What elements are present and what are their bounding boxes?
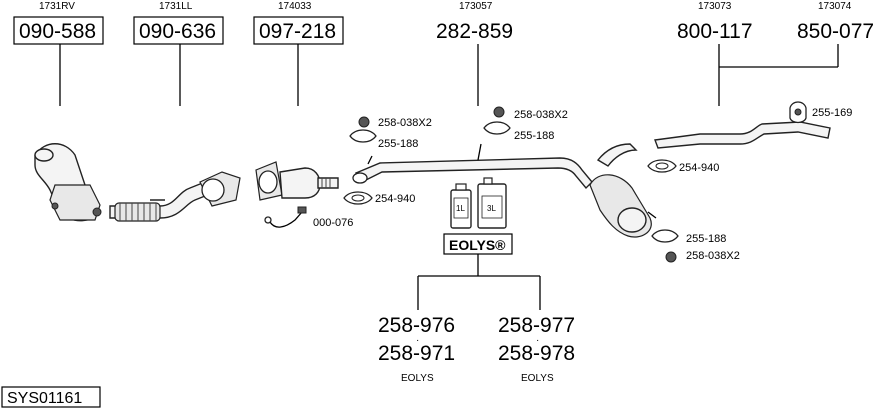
container-3l-icon	[477, 177, 507, 229]
gasket-icon-2	[647, 159, 677, 173]
part-label-a8[interactable]: 255-169	[812, 107, 852, 119]
eolys-left-caption: EOLYS	[401, 373, 434, 384]
system-id: SYS01161	[7, 390, 82, 407]
part-label-a10[interactable]: 258-038X2	[686, 250, 740, 262]
ref-label-3: 174033	[278, 1, 312, 12]
container-3l-label: 3L	[487, 204, 496, 213]
middle-pipe	[352, 143, 593, 190]
eolys-left-top[interactable]: 258-976	[378, 314, 455, 337]
system-id-box	[1, 386, 101, 408]
eolys-title: EOLYS®	[449, 237, 506, 253]
clamp-icon-3	[651, 229, 679, 263]
part-label-a9[interactable]: 255-188	[686, 233, 726, 245]
clamp-icon-1	[349, 116, 377, 143]
rear-silencer	[589, 121, 831, 238]
part-number-5[interactable]: 800-117	[677, 20, 753, 43]
part-label-a7[interactable]: 000-076	[313, 217, 353, 229]
clamp-icon-2	[483, 106, 511, 135]
gasket-icon-1	[343, 191, 373, 205]
eolys-right-top[interactable]: 258-977	[498, 314, 575, 337]
part-label-a6[interactable]: 254-940	[679, 162, 719, 174]
part-number-3[interactable]: 097-218	[259, 20, 336, 43]
part-number-4[interactable]: 282-859	[436, 20, 513, 43]
part-number-1[interactable]: 090-588	[19, 20, 96, 43]
ref-label-1: 1731RV	[39, 1, 75, 12]
eolys-right-bottom[interactable]: 258-978	[498, 342, 575, 365]
sensor-part	[264, 206, 307, 228]
part-number-2[interactable]: 090-636	[139, 20, 216, 43]
part-label-a5[interactable]: 254-940	[375, 193, 415, 205]
eolys-left-dot: ·	[416, 335, 419, 346]
ref-label-5: 173073	[698, 1, 732, 12]
ref-label-6: 173074	[818, 1, 852, 12]
eolys-tree-lines	[417, 254, 541, 310]
part-label-a2[interactable]: 255-188	[378, 138, 418, 150]
eolys-left-bottom[interactable]: 258-971	[378, 342, 455, 365]
flex-pipe-catalyst	[109, 171, 241, 222]
ref-label-4: 173057	[459, 1, 493, 12]
part-label-a3[interactable]: 258-038X2	[514, 109, 568, 121]
container-1l-label: 1L	[456, 204, 465, 213]
catalytic-converter	[255, 161, 339, 201]
container-1l-icon	[450, 183, 472, 229]
eolys-right-caption: EOLYS	[521, 373, 554, 384]
ref-label-2: 1731LL	[159, 1, 193, 12]
eolys-right-dot: ·	[536, 335, 539, 346]
front-pipe-manifold	[34, 143, 102, 222]
part-number-6[interactable]: 850-077	[797, 20, 874, 43]
part-box-1	[13, 16, 104, 45]
leader-line-5-6	[718, 44, 839, 106]
hanger-icon	[789, 101, 807, 124]
part-label-a1[interactable]: 258-038X2	[378, 117, 432, 129]
part-box-2	[133, 16, 224, 45]
part-label-a4[interactable]: 255-188	[514, 130, 554, 142]
